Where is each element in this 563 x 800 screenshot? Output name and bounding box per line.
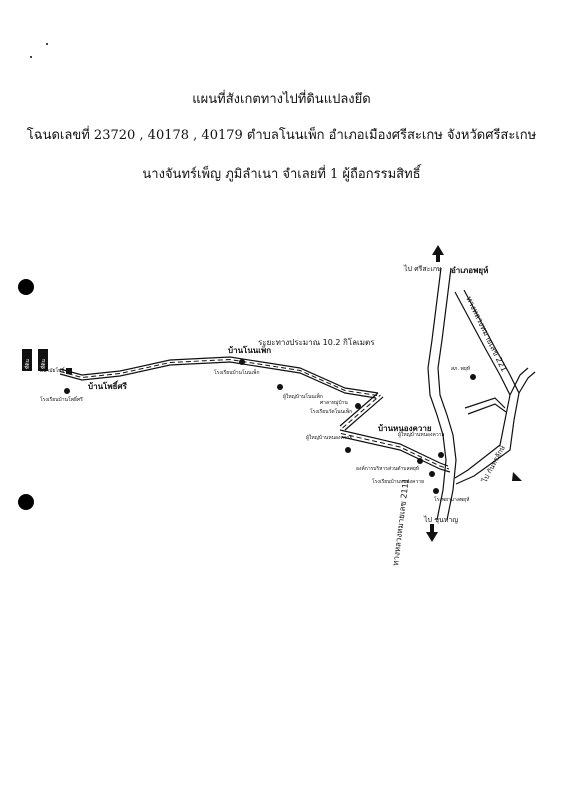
arrow-southeast-icon — [512, 472, 522, 481]
highway-2111-road — [427, 267, 457, 521]
landmark-village-center: ศาลาหมู่บ้าน — [320, 399, 348, 406]
landmark-headman-non-phek: ผู้ใหญ่บ้านโนนเพ็ก — [283, 392, 323, 400]
binder-hole-top — [18, 279, 34, 295]
landmark-school-pho-si: โรงเรียนบ้านโพธิ์ศรี — [40, 395, 83, 403]
land-plot-marker — [66, 368, 72, 374]
highway-221-road — [454, 289, 536, 485]
direction-to-sisaket: ไป ศรีสะเกษ — [403, 264, 442, 273]
arrow-south-icon — [426, 524, 438, 542]
land-plot-marker — [22, 349, 32, 371]
landmark-sao-office: องค์การบริหารส่วนตำบลพยุห์ — [356, 465, 419, 472]
scan-speck — [46, 43, 48, 45]
distance-note: ระยะทางประมาณ 10.2 กิโลเมตร — [258, 337, 375, 347]
highway-221-label: ทางหลวงหมายเลข 221 — [464, 295, 508, 373]
land-sign-label: ที่ดิน — [24, 358, 31, 369]
landmark-headman-nong-khwai-2: ผู้ใหญ่บ้านหนองควาย — [398, 431, 445, 438]
arrow-north-icon — [432, 245, 444, 262]
scan-speck — [30, 56, 32, 58]
direction-to-khukhan: ไป ขุนหาญ — [423, 515, 458, 524]
landmark-health-station: อนามัยโพธิ์ — [40, 366, 66, 374]
landmark-school-non-phek: โรงเรียนบ้านโนนเพ็ก — [214, 368, 260, 376]
highway-2111-label: ทางหลวงหมายเลข 2111 — [391, 478, 411, 566]
landmark-police-phayu: สภ. พยุห์ — [451, 365, 470, 372]
town-label-pho-si: บ้านโพธิ์ศรี — [88, 380, 128, 391]
deed-numbers-line: โฉนดเลขที่ 23720 , 40178 , 40179 ตำบลโนน… — [26, 128, 537, 143]
land-sign-label: ที่ดิน — [40, 358, 47, 369]
landmark-school-nong-khwai: โรงเรียนบ้านหนองควาย — [372, 478, 424, 485]
town-label-nong-khwai: บ้านหนองควาย — [378, 423, 432, 433]
map-title: แผนที่สังเกตทางไปที่ดินแปลงยึด — [192, 92, 371, 107]
town-label-non-phek: บ้านโนนเพ็ก — [228, 344, 271, 355]
landmark-dots — [64, 359, 476, 494]
road-centerline-dashes — [59, 358, 450, 470]
owner-line: นางจันทร์เพ็ญ ภูมิลำเนา จำเลยที่ 1 ผู้ถื… — [142, 167, 421, 182]
landmark-headman-nong-khwai: ผู้ใหญ่บ้านหนองควาย — [306, 434, 353, 441]
town-label-phayu: อำเภอพยุห์ — [451, 265, 488, 276]
landmark-temple-non-phek: โรงเรียนวัดโนนเพ็ก — [310, 407, 352, 415]
landmark-hospital-phayu: โรงพยาบาลพยุห์ — [434, 496, 469, 503]
land-plot-marker — [38, 349, 48, 371]
binder-hole-bottom — [18, 494, 34, 510]
